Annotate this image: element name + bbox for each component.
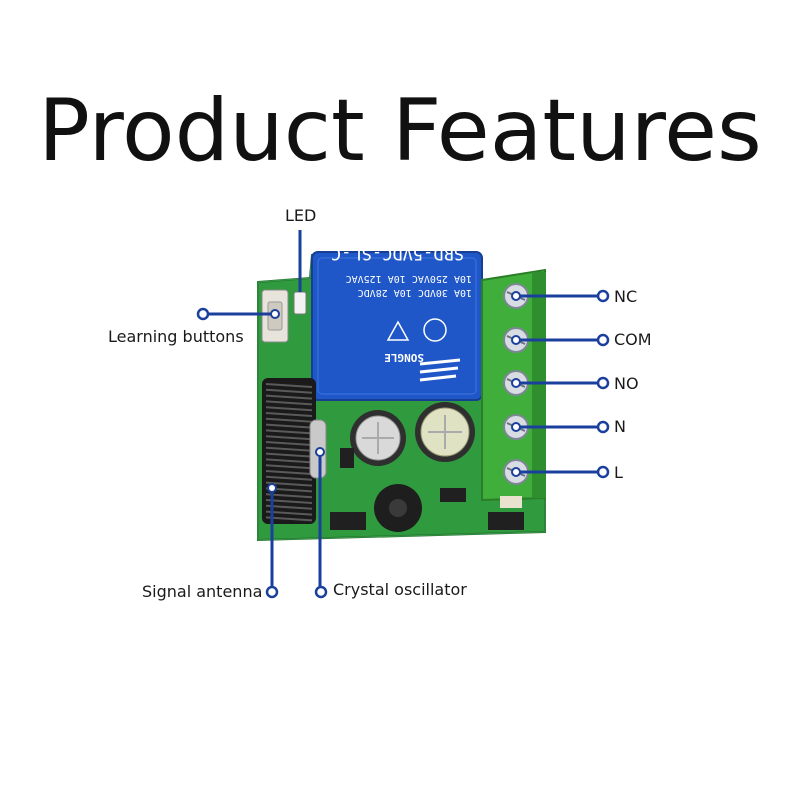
label-signal-antenna: Signal antenna	[142, 582, 263, 601]
callout-crystal-end	[314, 585, 328, 599]
coil-winding	[265, 388, 313, 394]
coil-winding	[265, 412, 313, 417]
relay-printed-text: SRD-5VDC-SL-C 10A 250VAC 10A 125VAC 10A …	[331, 243, 472, 364]
coil-winding	[265, 452, 313, 458]
callout-endpoints	[196, 289, 610, 599]
callout-com-end	[596, 333, 610, 347]
coil-winding	[265, 499, 313, 504]
coil-winding	[265, 435, 313, 441]
label-led: LED	[285, 206, 317, 225]
coil-winding	[265, 481, 313, 487]
led-component	[293, 291, 307, 315]
label-learning-buttons: Learning buttons	[108, 327, 244, 346]
callout-start-dots	[267, 291, 521, 493]
antenna-coil	[262, 378, 316, 524]
coil-winding	[265, 475, 313, 481]
relay-rating2: 10A 30VDC 10A 28VDC	[358, 287, 472, 298]
callout-no-end	[596, 376, 610, 390]
coil-winding	[265, 510, 313, 516]
coil-winding	[265, 394, 313, 400]
coil-winding	[265, 400, 313, 406]
callout-learning-end	[196, 307, 210, 321]
coil-winding	[265, 406, 313, 412]
coil-winding	[265, 470, 313, 475]
coil-winding	[265, 383, 313, 388]
callout-n-end	[596, 420, 610, 434]
page-title: Product Features	[38, 81, 762, 181]
label-no: NO	[614, 374, 639, 393]
coil-winding	[265, 417, 313, 423]
capacitor-left	[350, 410, 406, 466]
coil-winding	[265, 464, 313, 470]
callout-antenna-end	[265, 585, 279, 599]
capacitor-right	[415, 402, 475, 462]
callout-l-end	[596, 465, 610, 479]
smd-parts	[330, 448, 524, 530]
coil-winding	[265, 504, 313, 510]
label-n: N	[614, 417, 626, 436]
label-nc: NC	[614, 287, 638, 306]
label-crystal-oscillator: Crystal oscillator	[333, 580, 467, 599]
callouts	[206, 230, 602, 592]
relay-model: SRD-5VDC-SL-C	[331, 243, 464, 263]
coil-winding	[265, 423, 313, 429]
label-com: COM	[614, 330, 652, 349]
relay-brand: SONGLE	[384, 351, 424, 364]
coil-winding	[265, 446, 313, 452]
coil-winding	[265, 516, 313, 522]
coil-winding	[265, 493, 313, 499]
callout-nc-end	[596, 289, 610, 303]
coil-winding	[265, 441, 313, 446]
inductor-component	[374, 484, 422, 532]
coil-winding	[265, 429, 313, 435]
coil-winding	[265, 458, 313, 464]
label-l: L	[614, 463, 623, 482]
relay-rating1: 10A 250VAC 10A 125VAC	[346, 273, 472, 284]
